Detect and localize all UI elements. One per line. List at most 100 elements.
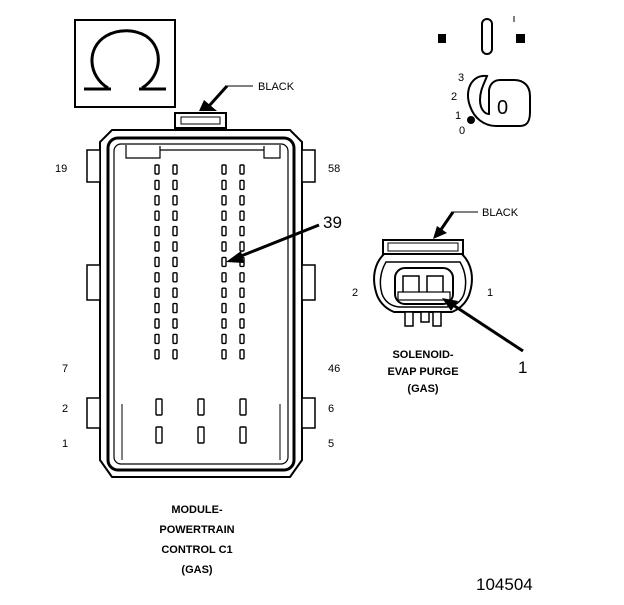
pcm-terminal-cavity-large: [197, 398, 205, 416]
solenoid-callout-1: 1: [518, 358, 527, 377]
pcm-terminal-cavity: [154, 333, 160, 345]
pcm-key-ridge: [125, 145, 281, 159]
pcm-terminal-cavity: [239, 287, 245, 298]
pcm-connector: BLACK 19 58 7 46 2 6 1 5 39: [55, 81, 342, 576]
solenoid-terminal-2: [402, 275, 420, 295]
pcm-terminal-cavity: [221, 164, 227, 175]
pcm-terminal-cavity: [221, 210, 227, 221]
pcm-terminal-cavity: [172, 210, 178, 221]
solenoid-pin-2-label: 2: [352, 287, 358, 299]
pcm-caption-line-2: POWERTRAIN: [159, 524, 234, 536]
pcm-tab-left-top: [86, 149, 101, 183]
pcm-pin-7: 7: [62, 363, 68, 375]
pcm-color-arrow: [207, 84, 229, 108]
pcm-terminal-cavity: [172, 225, 178, 237]
key-slot-icon: [481, 18, 493, 55]
solenoid-pin-1-label: 1: [487, 287, 493, 299]
pcm-terminal-cavity: [154, 195, 160, 206]
pcm-terminal-cavity: [154, 256, 160, 268]
pcm-terminal-cavity: [239, 210, 245, 221]
key-tab-right: [516, 34, 525, 43]
pcm-terminal-cavity: [239, 349, 245, 360]
pcm-pin-46: 46: [328, 363, 340, 375]
pcm-pin-19: 19: [55, 163, 67, 175]
solenoid-callout-arrow: [449, 301, 524, 353]
key-position-3: 3: [458, 72, 464, 84]
pcm-terminal-cavity: [239, 333, 245, 345]
solenoid-terminal-1: [426, 275, 444, 295]
pcm-terminal-cavity-large: [155, 398, 163, 416]
solenoid-color-arrowhead: [433, 226, 447, 239]
solenoid-lock-bar-inner: [387, 242, 459, 252]
pcm-terminal-cavity: [172, 241, 178, 252]
pcm-terminal-cavity: [172, 287, 178, 298]
pcm-tab-right-top: [301, 149, 316, 183]
pcm-terminal-cavity: [172, 164, 178, 175]
key-tab-left: [438, 34, 446, 43]
pcm-pin-1: 1: [62, 438, 68, 450]
pcm-terminal-cavity: [239, 241, 245, 252]
pcm-pin-5: 5: [328, 438, 334, 450]
solenoid-caption-line-1: SOLENOID-: [392, 349, 453, 361]
pcm-inner-wall: [106, 136, 296, 472]
key-position-0: 0: [459, 125, 465, 137]
pcm-pin-2: 2: [62, 403, 68, 415]
ohm-icon: [90, 29, 160, 90]
pcm-terminal-cavity: [239, 195, 245, 206]
key-position-dot: [467, 116, 475, 124]
figure-number: 104504: [476, 575, 533, 594]
pcm-terminal-cavity: [172, 349, 178, 360]
pcm-terminal-cavity: [172, 272, 178, 283]
pcm-caption-line-4: (GAS): [181, 564, 213, 576]
pcm-terminal-cavity: [154, 287, 160, 298]
key-body-icon: [467, 74, 531, 127]
pcm-terminal-cavity: [221, 302, 227, 314]
solenoid-inner-wall: [379, 261, 467, 308]
pcm-terminal-cavity: [239, 272, 245, 283]
key-label: 0: [497, 97, 508, 119]
pcm-pin-58: 58: [328, 163, 340, 175]
pcm-terminal-cavity: [172, 318, 178, 329]
key-position-1: 1: [455, 110, 461, 122]
pcm-terminal-cavity: [221, 241, 227, 252]
pcm-terminal-cavity: [221, 195, 227, 206]
pcm-pin-6: 6: [328, 403, 334, 415]
pcm-terminal-cavity: [221, 349, 227, 360]
solenoid-lug-left: [404, 311, 414, 327]
pcm-color-label: BLACK: [258, 81, 295, 93]
pcm-terminal-cavity: [154, 349, 160, 360]
pcm-terminal-array: [154, 164, 247, 444]
pcm-top-latch: [174, 112, 227, 129]
pcm-terminal-cavity: [221, 333, 227, 345]
solenoid-caption-line-3: (GAS): [407, 383, 439, 395]
solenoid-lock-bar: [382, 239, 464, 255]
pcm-housing: [99, 129, 303, 478]
pcm-terminal-cavity-large: [239, 398, 247, 416]
pcm-terminal-cavity: [221, 179, 227, 191]
key-position-2: 2: [451, 91, 457, 103]
pcm-cavity-outline: [113, 143, 289, 465]
ignition-key-icon: 3 2 1 0 0: [438, 16, 531, 137]
pcm-terminal-cavity: [154, 210, 160, 221]
pcm-tab-right-bottom: [301, 397, 316, 429]
pcm-terminal-cavity: [221, 272, 227, 283]
pcm-terminal-cavity: [172, 302, 178, 314]
pcm-terminal-cavity: [154, 164, 160, 175]
pcm-caption-line-3: CONTROL C1: [161, 544, 232, 556]
pcm-caption-line-1: MODULE-: [171, 504, 223, 516]
ohm-symbol-box: [74, 19, 176, 108]
pcm-top-latch-inner: [180, 116, 221, 125]
pcm-terminal-cavity: [221, 318, 227, 329]
pcm-tab-right-mid: [301, 264, 316, 301]
pcm-callout-arrow: [235, 223, 320, 260]
pcm-callout-39: 39: [323, 213, 342, 232]
solenoid-caption-line-2: EVAP PURGE: [387, 366, 458, 378]
pcm-terminal-cavity: [154, 241, 160, 252]
pcm-tab-left-bottom: [86, 397, 101, 429]
solenoid-lug-center: [420, 311, 430, 323]
pcm-terminal-cavity: [239, 302, 245, 314]
solenoid-callout-arrowhead: [442, 298, 458, 311]
pcm-terminal-cavity: [239, 164, 245, 175]
